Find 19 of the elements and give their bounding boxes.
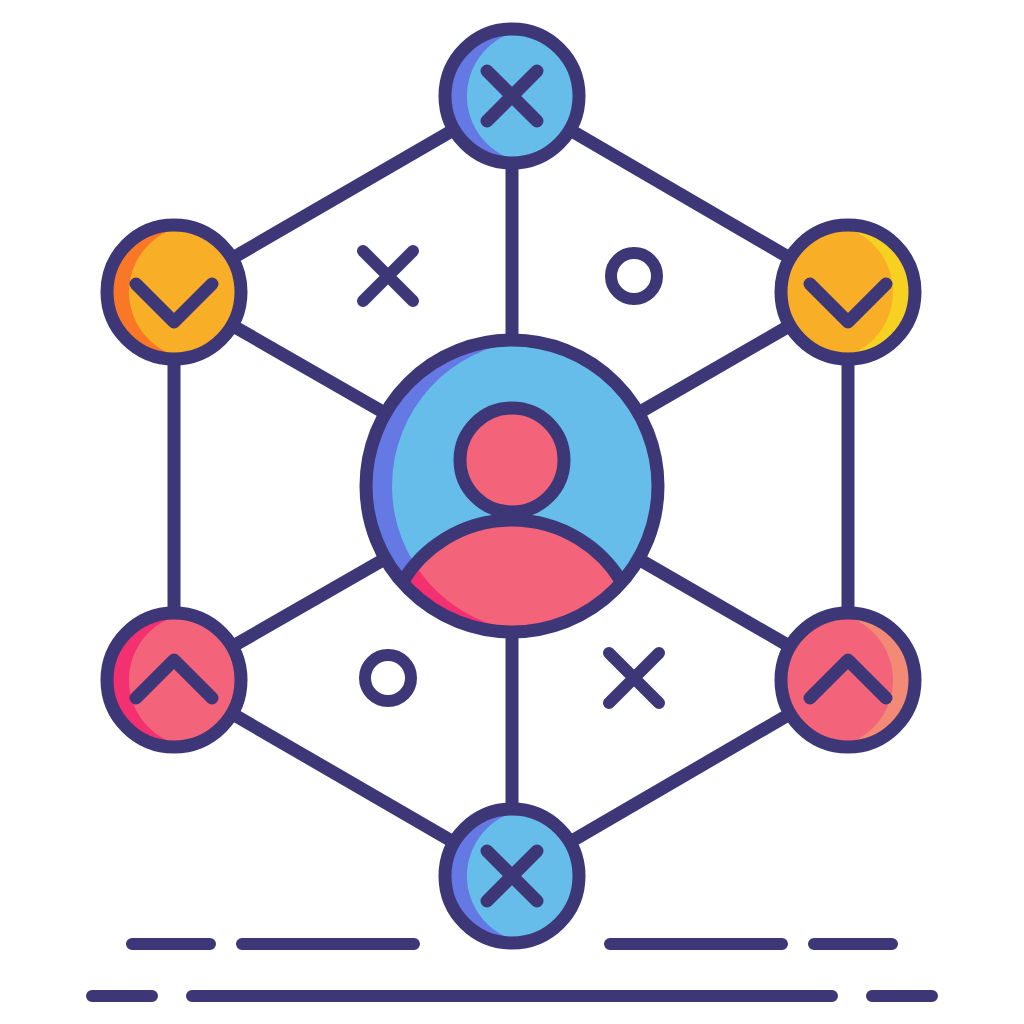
profile-circle (359, 333, 665, 639)
connector-line (841, 364, 855, 608)
connector-line (505, 637, 519, 804)
circle-node (438, 802, 586, 950)
connector-line (570, 126, 790, 262)
circle-node (100, 218, 248, 366)
circle-node (100, 606, 248, 754)
connector-line (233, 710, 453, 846)
connector-line (233, 126, 453, 262)
connector-line (233, 555, 385, 650)
connector-line (167, 364, 181, 608)
connector-line (639, 322, 789, 417)
circle-node (438, 22, 586, 170)
circle-node (774, 606, 922, 754)
connector-line (505, 168, 519, 335)
circle-node (774, 218, 922, 366)
connector-line (233, 322, 385, 417)
connector-line (570, 710, 790, 846)
connector-line (639, 555, 789, 650)
